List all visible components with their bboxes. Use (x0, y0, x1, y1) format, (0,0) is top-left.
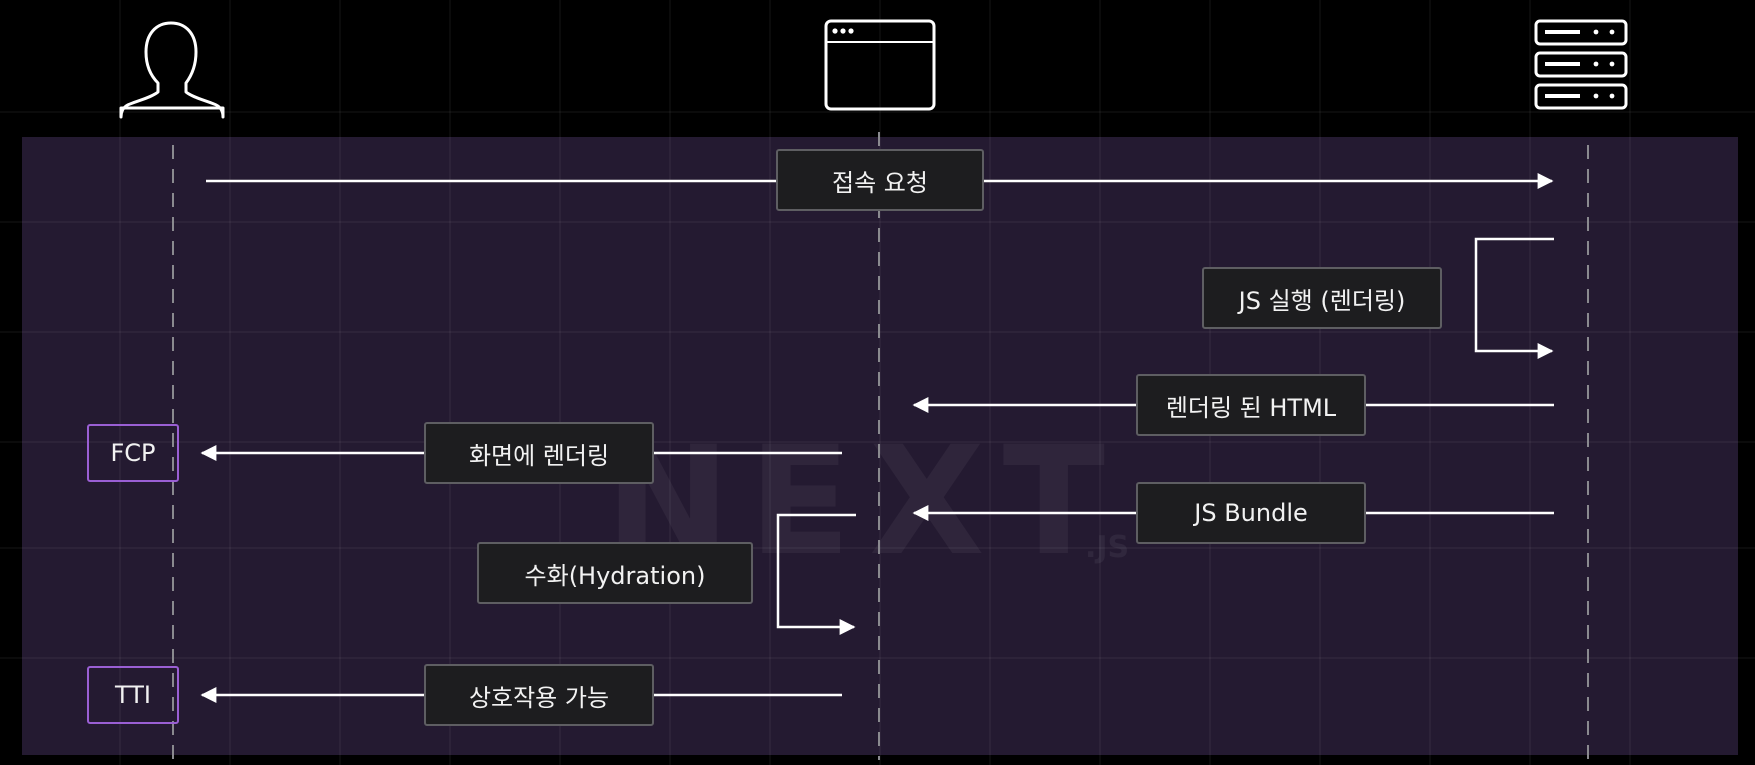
arrow-hydration-loop (776, 513, 856, 635)
nextjs-watermark-suffix: .JS (1085, 530, 1130, 565)
label-connect-request: 접속 요청 (776, 149, 984, 211)
label-rendered-html: 렌더링 된 HTML (1136, 374, 1366, 436)
user-icon (119, 21, 225, 119)
tti-badge: TTI (87, 666, 179, 724)
fcp-badge: FCP (87, 424, 179, 482)
arrow-js-execute-loop (1474, 237, 1554, 359)
browser-window-icon (824, 19, 936, 111)
label-interactive: 상호작용 가능 (424, 664, 654, 726)
server-icon (1534, 19, 1628, 110)
label-js-bundle: JS Bundle (1136, 482, 1366, 544)
label-hydration: 수화(Hydration) (477, 542, 753, 604)
label-js-execute: JS 실행 (렌더링) (1202, 267, 1442, 329)
label-render-screen: 화면에 렌더링 (424, 422, 654, 484)
